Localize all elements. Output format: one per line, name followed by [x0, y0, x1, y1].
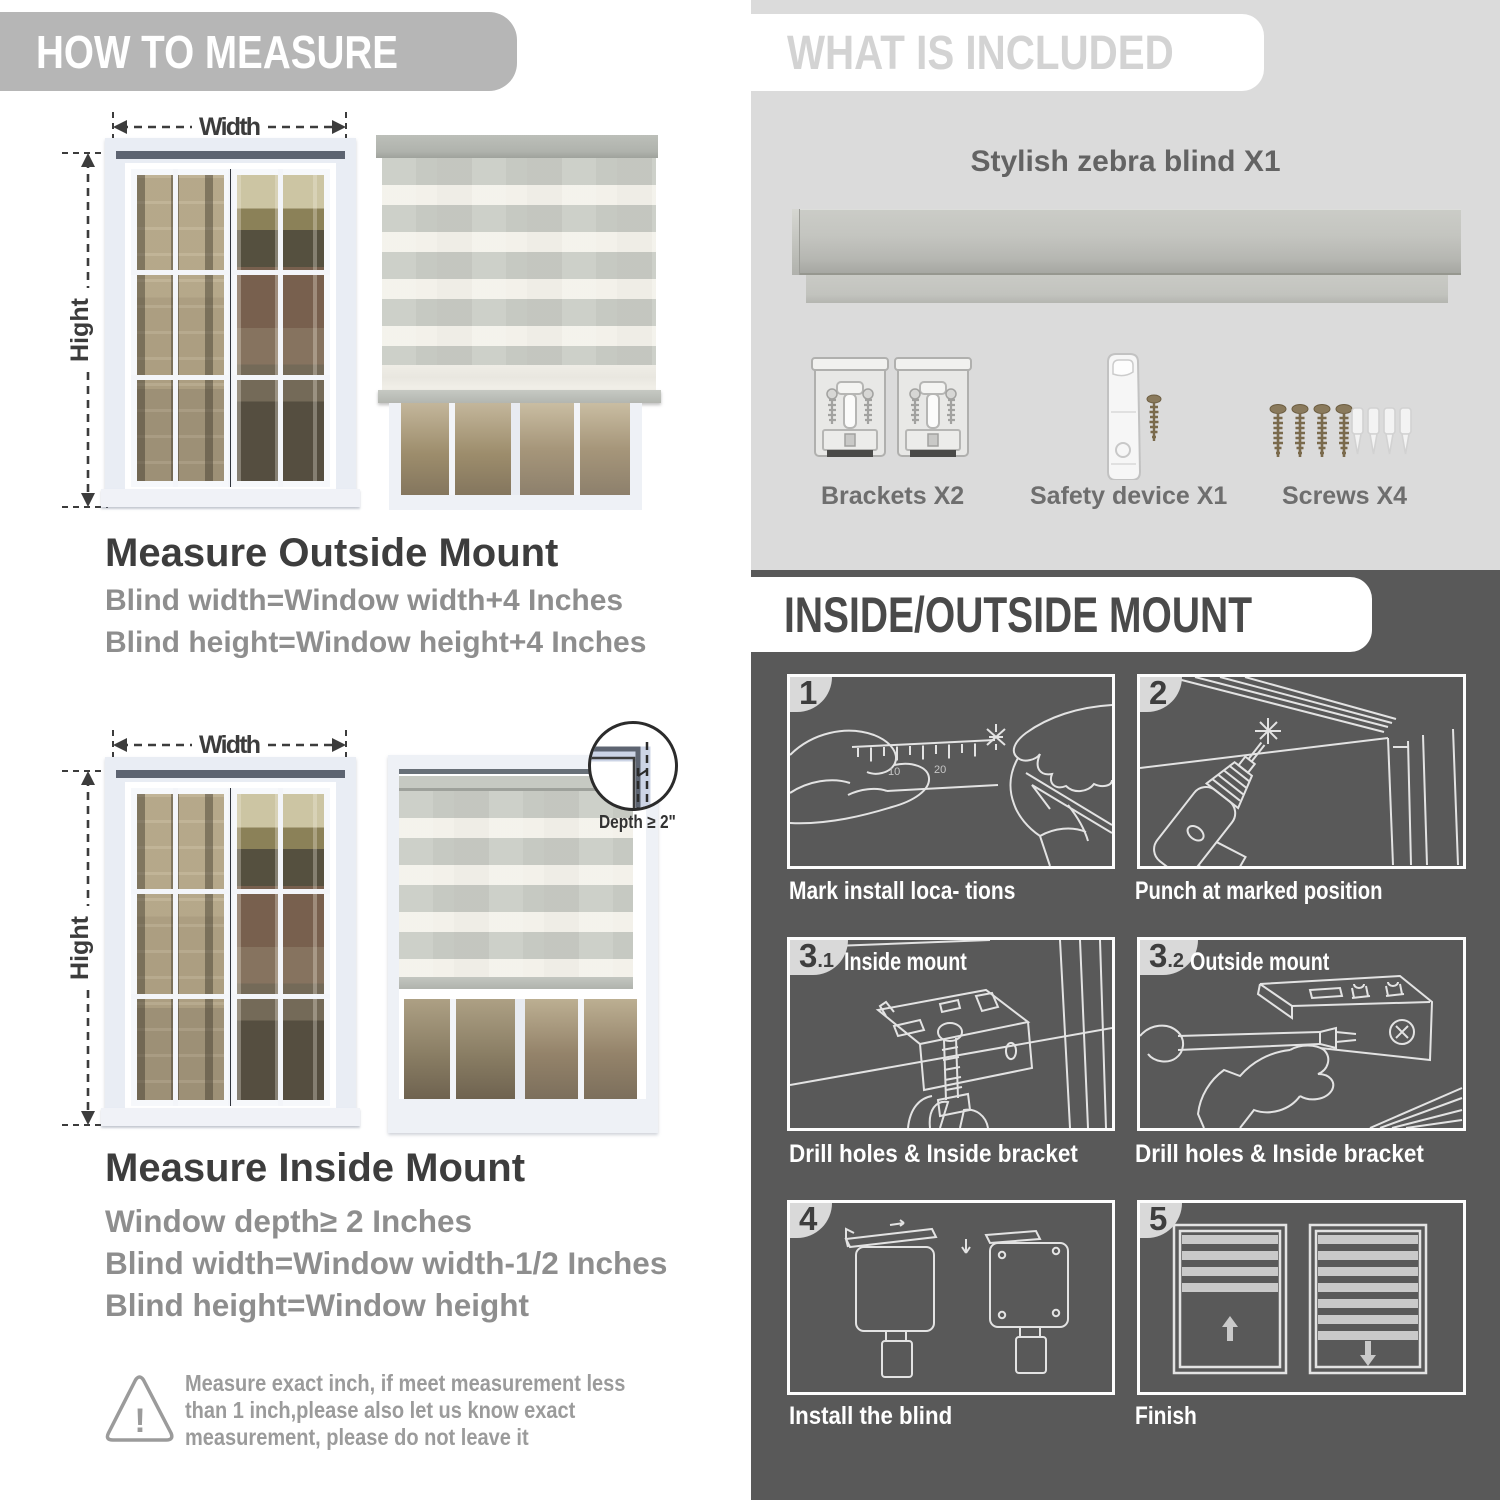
svg-text:10: 10 — [888, 766, 900, 778]
svg-text:Width: Width — [199, 113, 261, 141]
svg-text:Width: Width — [199, 731, 261, 759]
svg-text:20: 20 — [934, 764, 946, 776]
svg-text:!: ! — [134, 1402, 145, 1440]
